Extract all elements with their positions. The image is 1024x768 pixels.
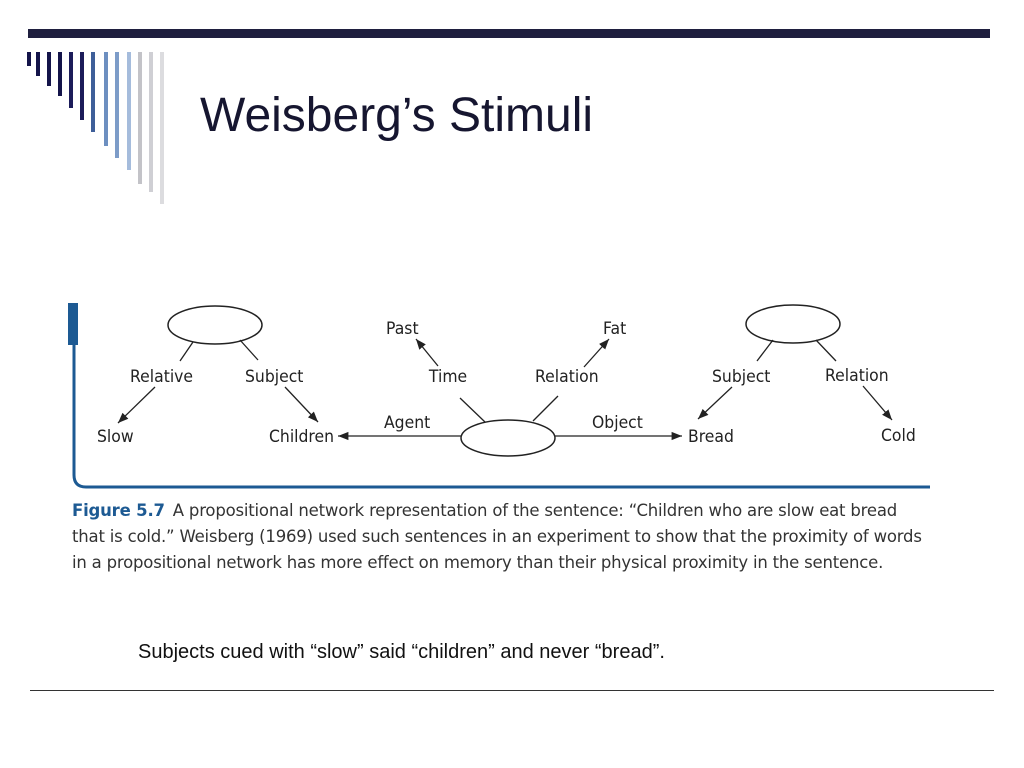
link-subject-children bbox=[284, 386, 319, 423]
label-subject-left: Subject bbox=[245, 366, 304, 386]
link-right-relation bbox=[815, 339, 837, 362]
bottom-rule bbox=[30, 690, 994, 691]
top-rule bbox=[28, 29, 990, 38]
figure: Past Fat Time Relation Relative Subject … bbox=[60, 295, 940, 615]
node-right bbox=[745, 304, 841, 344]
link-relation-fat bbox=[583, 338, 610, 368]
label-past: Past bbox=[386, 318, 419, 338]
label-fat: Fat bbox=[603, 318, 627, 338]
label-relation-right: Relation bbox=[825, 365, 889, 385]
node-center bbox=[460, 419, 556, 457]
figure-label: Figure 5.7 bbox=[72, 501, 165, 520]
label-cold: Cold bbox=[881, 425, 916, 445]
link-time-past bbox=[415, 338, 439, 367]
label-subject-right: Subject bbox=[712, 366, 771, 386]
label-relation-center: Relation bbox=[535, 366, 599, 386]
label-time: Time bbox=[428, 366, 467, 386]
figure-caption-text: A propositional network representation o… bbox=[72, 501, 922, 572]
link-subject-bread bbox=[697, 386, 733, 420]
link-left-relative bbox=[179, 341, 194, 362]
propositional-network-diagram: Past Fat Time Relation Relative Subject … bbox=[68, 303, 930, 489]
link-relative-slow bbox=[117, 386, 156, 424]
node-left bbox=[167, 305, 263, 345]
link-center-time bbox=[459, 397, 486, 423]
link-left-subject bbox=[239, 339, 259, 361]
label-object: Object bbox=[592, 412, 643, 432]
slide-title: Weisberg’s Stimuli bbox=[200, 89, 594, 142]
figure-frame bbox=[72, 345, 930, 489]
figure-frame-accent bbox=[68, 303, 78, 345]
label-agent: Agent bbox=[384, 412, 431, 432]
link-center-relation bbox=[532, 395, 559, 422]
label-children: Children bbox=[269, 426, 334, 446]
link-right-subject bbox=[756, 339, 774, 362]
label-bread: Bread bbox=[688, 426, 734, 446]
label-relative: Relative bbox=[130, 366, 193, 386]
decorative-stripes bbox=[27, 52, 164, 204]
slide-note: Subjects cued with “slow” said “children… bbox=[138, 641, 665, 663]
label-slow: Slow bbox=[97, 426, 134, 446]
link-relation-cold bbox=[862, 385, 893, 421]
